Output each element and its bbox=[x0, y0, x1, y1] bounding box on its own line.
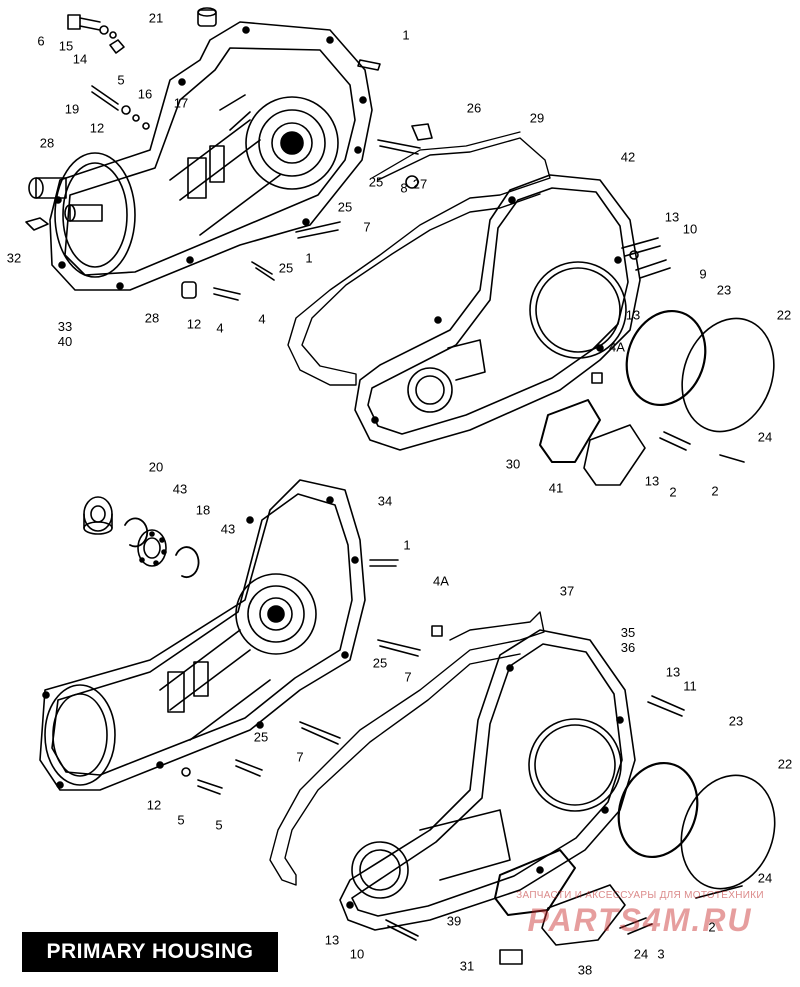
callout-label: 2 bbox=[669, 484, 677, 500]
callout-label: 15 bbox=[58, 38, 74, 54]
inspection-gasket-top bbox=[539, 399, 601, 463]
callout-label: 1 bbox=[403, 537, 411, 553]
bolts-top-right bbox=[591, 237, 745, 463]
callout-label: 35 36 bbox=[620, 625, 636, 655]
callout-label: 12 bbox=[146, 797, 162, 813]
callout-label: 22 bbox=[777, 756, 793, 772]
callout-label: 25 bbox=[278, 260, 294, 276]
callout-label: 1 bbox=[305, 250, 313, 266]
callout-label: 4A bbox=[433, 573, 449, 589]
callout-label: 11 bbox=[683, 678, 697, 694]
callout-label: 16 bbox=[137, 86, 153, 102]
callout-label: 10 bbox=[682, 221, 698, 237]
bearing-stack-bottom bbox=[83, 496, 200, 579]
inner-primary-housing-top bbox=[25, 21, 373, 291]
outer-primary-cover-top bbox=[354, 174, 641, 451]
callout-label: 20 bbox=[148, 459, 164, 475]
callout-label: 31 bbox=[459, 958, 475, 974]
callout-label: 14 bbox=[72, 51, 88, 67]
inspection-cover-top bbox=[583, 424, 646, 486]
callout-label: 7 bbox=[296, 749, 304, 765]
callout-label: 3 bbox=[657, 946, 665, 962]
callout-label: 38 bbox=[577, 962, 593, 978]
callout-label: 28 bbox=[144, 310, 160, 326]
callout-label: 7 bbox=[404, 669, 412, 685]
callout-label: 23 bbox=[716, 282, 732, 298]
inspection-cover-bottom bbox=[541, 884, 626, 946]
callout-label: 24 bbox=[633, 946, 649, 962]
callout-label: 18 bbox=[195, 502, 211, 518]
callout-label: 21 bbox=[148, 10, 164, 26]
callout-label: 5 bbox=[215, 817, 223, 833]
callout-label: 4 bbox=[258, 311, 266, 327]
inspection-gasket-bottom bbox=[494, 849, 576, 916]
derby-cover-top bbox=[681, 317, 775, 433]
callout-label: 4 bbox=[216, 320, 224, 336]
callout-label: 24 bbox=[757, 429, 773, 445]
callout-label: 1 bbox=[402, 27, 410, 43]
bolts-top-middle bbox=[181, 123, 433, 301]
callout-label: 33 40 bbox=[57, 319, 73, 349]
callout-label: 4A bbox=[609, 339, 625, 355]
callout-label: 13 bbox=[644, 473, 660, 489]
gasket-bottom bbox=[269, 611, 545, 886]
bolts-bottom bbox=[181, 559, 743, 941]
callout-label: 28 bbox=[39, 135, 55, 151]
callout-label: 37 bbox=[559, 583, 575, 599]
hardware-top-left bbox=[67, 7, 381, 130]
callout-label: 5 bbox=[177, 812, 185, 828]
callout-label: 41 bbox=[548, 480, 564, 496]
callout-label: 6 bbox=[37, 33, 45, 49]
callout-label: 13 bbox=[324, 932, 340, 948]
outer-primary-cover-bottom bbox=[339, 629, 636, 931]
inner-primary-housing-bottom bbox=[39, 479, 366, 791]
callout-label: 25 bbox=[368, 174, 384, 190]
callout-label: 25 bbox=[253, 729, 269, 745]
callout-label: 8 bbox=[400, 180, 408, 196]
callout-label: 26 bbox=[466, 100, 482, 116]
callout-label: 2 bbox=[708, 919, 716, 935]
o-ring-bottom bbox=[617, 761, 699, 859]
callout-label: 25 bbox=[372, 655, 388, 671]
callout-label: 19 bbox=[64, 101, 80, 117]
callout-label: 7 bbox=[363, 219, 371, 235]
callout-label: 23 bbox=[728, 713, 744, 729]
callout-label: 12 bbox=[89, 120, 105, 136]
callout-label: 32 bbox=[6, 250, 22, 266]
callout-label: 42 bbox=[620, 149, 636, 165]
callout-label: 13 bbox=[625, 307, 641, 323]
callout-label: 12 bbox=[186, 316, 202, 332]
callout-label: 25 bbox=[337, 199, 353, 215]
callout-label: 9 bbox=[699, 266, 707, 282]
callout-label: 13 bbox=[664, 209, 680, 225]
callout-label: 22 bbox=[776, 307, 792, 323]
callout-label: 43 bbox=[172, 481, 188, 497]
callout-label: 39 bbox=[446, 913, 462, 929]
callout-label: 43 bbox=[220, 521, 236, 537]
callout-label: 2 bbox=[711, 483, 719, 499]
callout-label: 13 bbox=[665, 664, 681, 680]
callout-label: 10 bbox=[349, 946, 365, 962]
derby-cover-bottom bbox=[680, 774, 776, 890]
callout-label: 24 bbox=[757, 870, 773, 886]
diagram-title: PRIMARY HOUSING bbox=[22, 932, 278, 972]
plug-31 bbox=[499, 949, 523, 965]
o-ring-top bbox=[625, 309, 707, 407]
callout-label: 29 bbox=[529, 110, 545, 126]
gasket-top bbox=[287, 137, 551, 386]
callout-label: 30 bbox=[505, 456, 521, 472]
callout-label: 5 bbox=[117, 72, 125, 88]
callout-label: 27 bbox=[412, 176, 428, 192]
callout-label: 17 bbox=[173, 95, 189, 111]
callout-label: 34 bbox=[377, 493, 393, 509]
